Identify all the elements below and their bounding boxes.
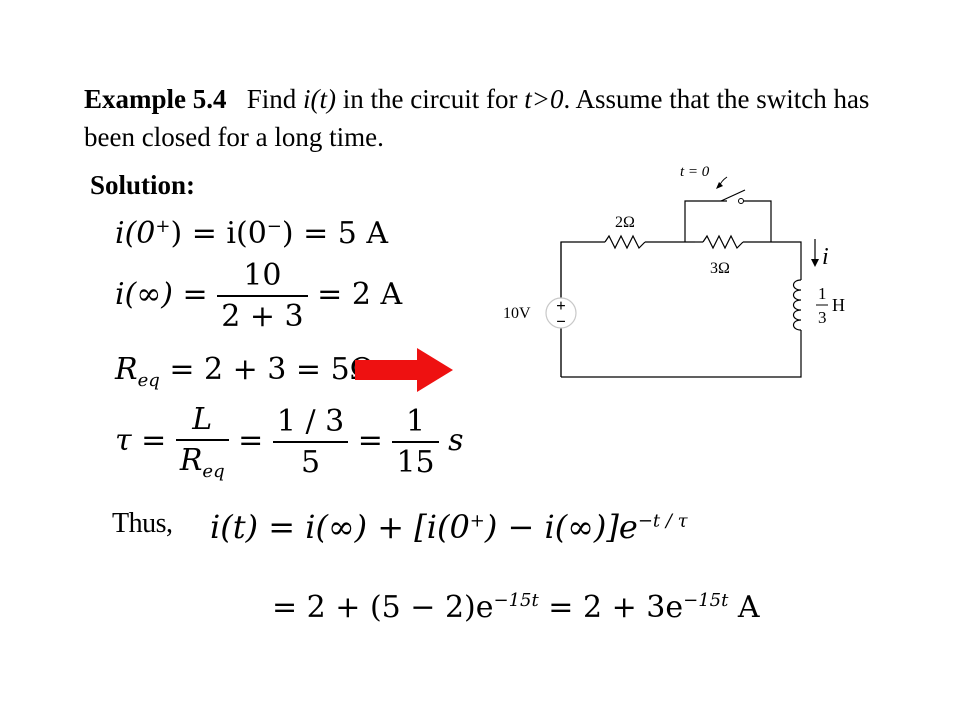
switch-label: t = 0 (680, 164, 710, 180)
eq4-f3-den: 15 (396, 445, 435, 480)
problem-statement: Example 5.4 Find i(t) in the circuit for… (84, 80, 884, 156)
eq6-exp1: −15t (493, 590, 539, 611)
eq5-exp: −t / τ (637, 510, 688, 532)
circuit-diagram: t = 0 2Ω 3Ω + − 10V i 1 3 H (503, 164, 845, 378)
inductor-num: 1 (818, 284, 827, 303)
problem-text-3: . Assume that the switch has been closed… (84, 84, 870, 152)
example-label: Example 5.4 (84, 84, 227, 114)
voltage-source-icon: + − (545, 296, 577, 331)
eq5-sup: + (469, 510, 485, 532)
eq4-f1-den-sub: eq (202, 461, 225, 482)
eq4-frac1: L Req (175, 402, 229, 482)
eq4-frac2: 1 / 3 5 (272, 404, 349, 480)
thus-label: Thus, (112, 508, 173, 539)
inductor-den: 3 (818, 308, 827, 327)
eq2-den: 2 + 3 (221, 299, 304, 334)
eq6-a: = 2 + (5 − 2)e (272, 590, 494, 625)
source-label: 10V (503, 305, 531, 322)
eq4-eq-a: = (238, 423, 264, 458)
problem-cond: t>0 (524, 84, 564, 114)
eq2-num: 10 (217, 258, 308, 297)
eq4-f3-num: 1 (392, 404, 439, 443)
eq6-b: = 2 + 3e (548, 590, 684, 625)
eq4-eq-b: = (357, 423, 383, 458)
equation-initial-current: i(0+) = i(0−) = 5 A (115, 216, 388, 251)
eq2-rhs: = 2 A (317, 277, 403, 312)
eq2-lhs: i(∞) = (115, 277, 208, 312)
eq1-sup2: − (266, 216, 282, 237)
r2-label: 3Ω (710, 260, 730, 277)
eq3-rhs: = 2 + 3 = 5Ω (169, 352, 375, 387)
equation-tau: τ = L Req = 1 / 3 5 = 1 15 s (115, 402, 464, 482)
source-plus: + (556, 296, 566, 315)
problem-text-1: Find (246, 84, 304, 114)
resistor-2ohm-icon (604, 234, 646, 250)
eq6-exp2: −15t (683, 590, 729, 611)
equation-final-current: i(∞) = 10 2 + 3 = 2 A (115, 258, 402, 334)
right-arrow-icon (355, 348, 453, 392)
problem-var: i(t) (303, 84, 337, 114)
problem-text-2: in the circuit for (336, 84, 525, 114)
source-minus: − (556, 312, 566, 331)
eq5-b: ) − i(∞)]e (484, 508, 638, 546)
eq4-f2-den: 5 (300, 445, 321, 480)
eq4-f2-num: 1 / 3 (272, 404, 349, 443)
eq5-a: i(t) = i(∞) + [i(0 (210, 508, 470, 546)
eq1-sup1: + (155, 216, 171, 237)
current-label: i (822, 244, 829, 270)
r1-label: 2Ω (615, 214, 635, 231)
equation-general-response: i(t) = i(∞) + [i(0+) − i(∞)]e−t / τ (210, 508, 688, 546)
eq3-r: R (115, 352, 138, 387)
inductor-unit: H (832, 295, 845, 315)
eq3-sub: eq (137, 370, 160, 391)
eq2-fraction: 10 2 + 3 (217, 258, 308, 334)
eq4-f1-den-r: R (179, 443, 203, 478)
eq4-frac3: 1 15 (392, 404, 439, 480)
switch-icon (716, 176, 746, 204)
equation-req: Req = 2 + 3 = 5Ω (115, 352, 375, 391)
resistor-3ohm-icon (702, 234, 744, 250)
eq4-unit: s (448, 423, 464, 458)
eq4-f1-num: L (192, 402, 213, 437)
current-arrow-icon (811, 239, 819, 267)
eq4-tau: τ = (115, 423, 167, 458)
eq1-rhs: ) = 5 A (281, 216, 389, 251)
eq6-unit: A (737, 590, 760, 625)
eq1-lhs: i(0 (115, 216, 156, 251)
equation-final-response: = 2 + (5 − 2)e−15t = 2 + 3e−15t A (272, 590, 760, 625)
solution-label: Solution: (90, 170, 196, 200)
inductor-icon (792, 279, 802, 331)
eq1-mid: ) = i(0 (170, 216, 267, 251)
